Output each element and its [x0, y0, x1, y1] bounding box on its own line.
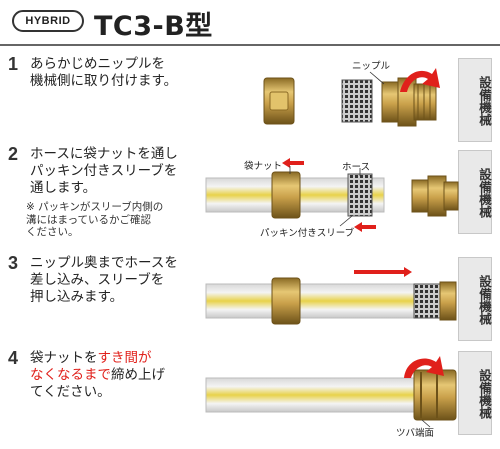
- hose-label: ホース: [342, 162, 371, 173]
- step-text: ホースに袋ナットを通し パッキン付きスリーブを 通します。: [30, 146, 178, 196]
- step2-sleeve: [347, 173, 373, 217]
- step-text: ニップル奥までホースを 差し込み、スリーブを 押し込みます。: [30, 255, 178, 305]
- step-number: 4: [8, 348, 19, 368]
- step3-nipple: [439, 281, 457, 321]
- header-divider: [0, 44, 500, 46]
- step1-sleeve: [341, 79, 373, 123]
- highlight-text: なくなるまで: [30, 367, 111, 383]
- header: HYBRID TC3-B型: [0, 0, 500, 44]
- arrow-left-icon: [282, 158, 304, 168]
- step2-nut: [271, 171, 301, 219]
- step-text: あらかじめニップルを 機械側に取り付けます。: [30, 56, 178, 89]
- arrow-right-icon: [354, 267, 412, 277]
- step-number: 2: [8, 144, 19, 164]
- step-number: 3: [8, 253, 19, 273]
- arrow-left-icon: [354, 222, 376, 232]
- rotate-arrow-icon: [400, 68, 440, 92]
- step-text: 袋ナットをすき間が なくなるまで締め上げ てください。: [30, 350, 165, 400]
- step1-nut: [263, 77, 295, 125]
- equipment-panel: 設備機械: [458, 257, 492, 341]
- step4-fitting: [413, 369, 457, 421]
- sleeve-label: パッキン付きスリーブ: [260, 228, 355, 239]
- rotate-arrow-icon: [404, 356, 444, 378]
- equipment-panel: 設備機械: [458, 58, 492, 142]
- step-number: 1: [8, 54, 19, 74]
- step2-nipple: [411, 175, 459, 217]
- nut-label: 袋ナット: [244, 161, 283, 172]
- page-title: TC3-B型: [94, 11, 213, 42]
- step3-nut: [271, 277, 301, 325]
- step-note: ※ パッキンがスリーブ内側の 溝にはまっているかご確認 ください。: [26, 201, 164, 238]
- step3-hose: [205, 283, 443, 319]
- highlight-text: すき間が: [97, 350, 152, 366]
- flange-label: ツバ端面: [396, 428, 435, 439]
- step3-sleeve: [413, 283, 441, 319]
- nipple-label: ニップル: [352, 61, 391, 72]
- hybrid-badge: HYBRID: [12, 10, 84, 32]
- equipment-panel: 設備機械: [458, 351, 492, 435]
- step4-hose: [205, 377, 421, 413]
